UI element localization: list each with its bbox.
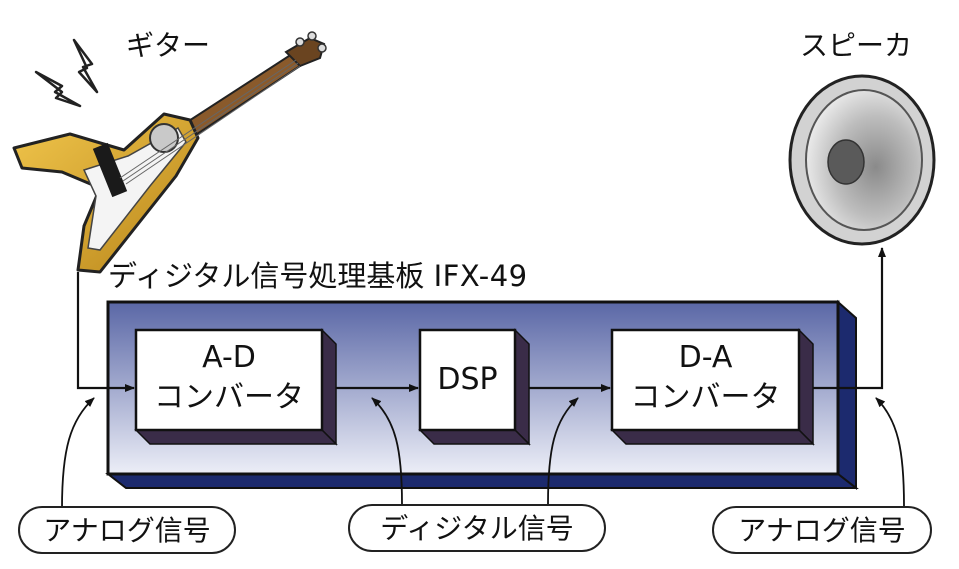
guitar-label: ギター [126, 29, 211, 62]
adc-label: A-D コンバータ [136, 338, 322, 418]
board-model: IFX-49 [433, 259, 528, 293]
speaker-label: スピーカ [800, 29, 913, 62]
speaker-icon [788, 74, 936, 246]
dac-block [610, 328, 801, 432]
analog-in-tag: アナログ信号 [18, 506, 236, 554]
dac-label: D-A コンバータ [612, 338, 799, 418]
lightning-icon [34, 38, 99, 108]
adc-line2: コンバータ [154, 380, 304, 415]
signal-flow [76, 247, 886, 392]
adc-block [134, 328, 324, 432]
dsp-line1: DSP [437, 362, 498, 397]
guitar-icon [12, 31, 327, 274]
board-title: ディジタル信号処理基板 IFX-49 [108, 253, 528, 295]
dac-line2: コンバータ [630, 380, 781, 415]
board-title-text: ディジタル信号処理基板 [108, 259, 425, 293]
dsp-label: DSP [420, 360, 515, 400]
analog-out-tag: アナログ信号 [712, 506, 932, 554]
pointer-curves [61, 397, 905, 509]
digital-tag: ディジタル信号 [348, 504, 606, 552]
adc-line1: A-D [202, 340, 256, 375]
dac-line1: D-A [678, 340, 733, 375]
dsp-block [418, 328, 517, 432]
